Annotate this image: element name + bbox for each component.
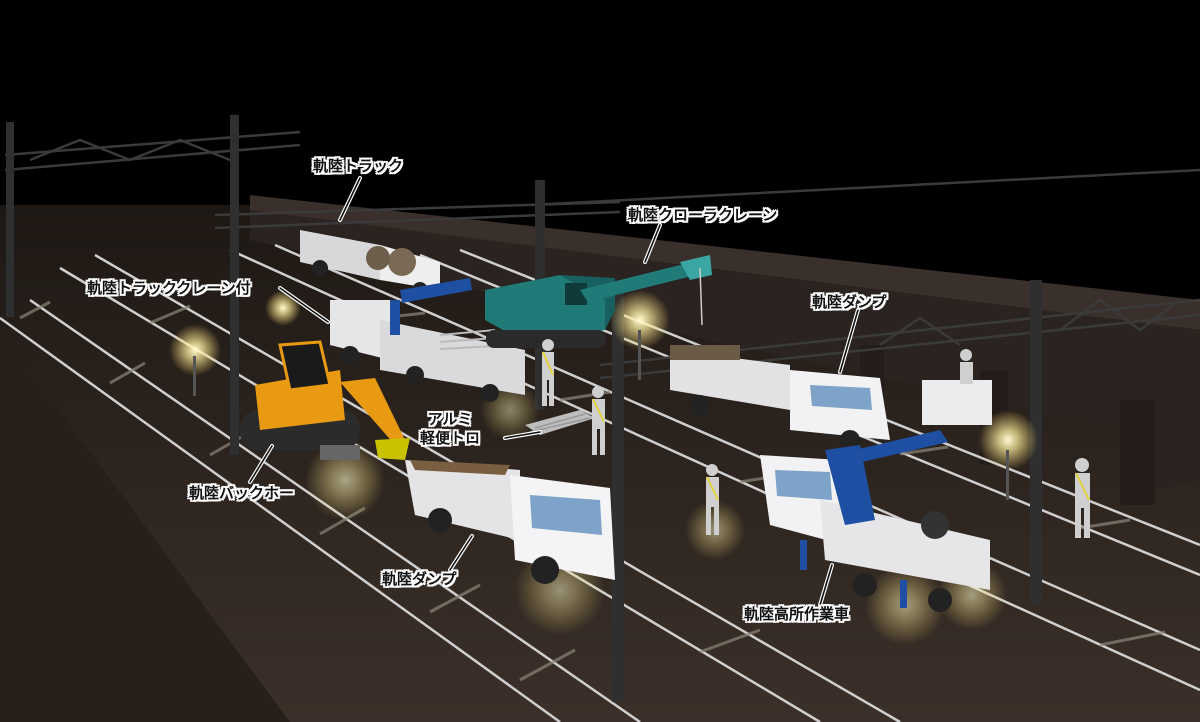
rail-backhoe: [240, 340, 410, 460]
label-aluminum-line2: 軽便トロ: [420, 429, 481, 447]
rail-dump-truck-bottom: [405, 460, 615, 584]
aluminum-trolley: [525, 410, 595, 435]
viaduct-wall: [250, 205, 1200, 500]
workers: [542, 339, 1090, 538]
label-aluminum-trolley: アルミ 軽便トロ: [420, 410, 480, 448]
label-rail-truck-crane: 軌陸トラッククレーン付: [87, 279, 251, 297]
work-lights: [169, 290, 1038, 645]
rail-truck-top: [300, 230, 440, 298]
crawler-crane: [485, 255, 712, 348]
rail-truck-with-crane: [330, 278, 525, 402]
rail-aerial-work-truck: [760, 380, 992, 612]
label-rail-crawler-crane: 軌陸クローラクレーン: [628, 206, 778, 224]
label-aluminum-line1: アルミ: [427, 410, 473, 428]
rail-dump-truck-right: [670, 345, 890, 450]
label-rail-backhoe: 軌陸バックホー: [189, 484, 295, 502]
label-rail-truck: 軌陸トラック: [313, 157, 404, 175]
label-rail-dump-bottom: 軌陸ダンプ: [382, 570, 457, 588]
label-rail-dump-right: 軌陸ダンプ: [812, 293, 887, 311]
label-rail-aerial-work-vehicle: 軌陸高所作業車: [744, 605, 850, 623]
catenary-structures: [4, 130, 1200, 380]
viaduct-deck: [250, 195, 1200, 330]
embankment-edge: [0, 330, 290, 722]
leader-lines-inner: [249, 177, 859, 606]
